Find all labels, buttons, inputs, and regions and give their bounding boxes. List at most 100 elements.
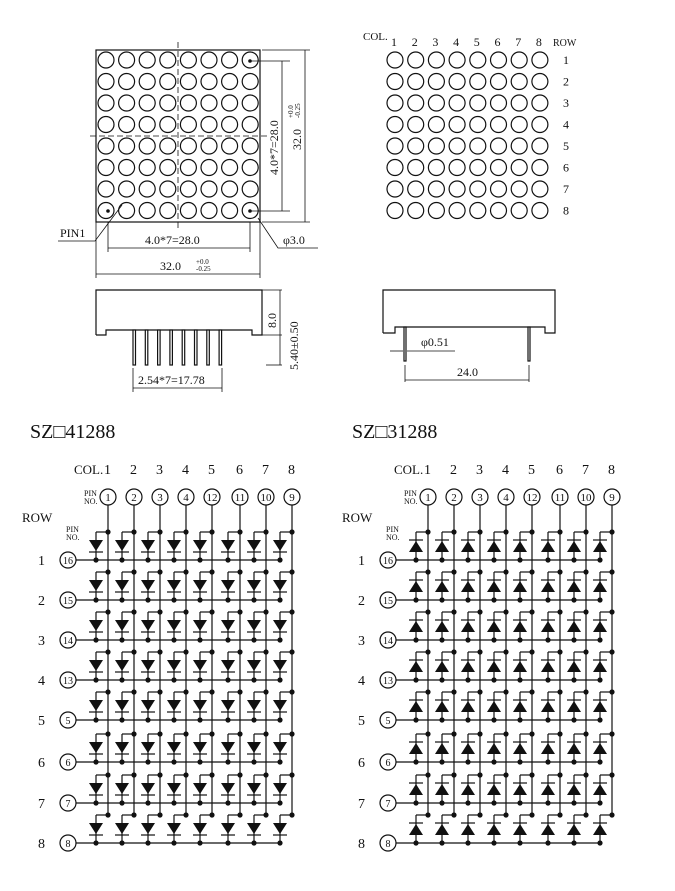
junction-dot — [491, 800, 497, 806]
led-diode-icon — [273, 660, 287, 671]
led-diode-icon — [247, 742, 261, 753]
led-diode-icon — [221, 660, 235, 671]
row-number: 3 — [358, 634, 365, 649]
junction-dot — [465, 677, 471, 683]
column-number: 8 — [608, 463, 615, 478]
junction-dot — [413, 800, 419, 806]
row-number: 6 — [563, 161, 569, 175]
junction-dot — [583, 731, 589, 737]
junction-dot — [491, 677, 497, 683]
led-diode-icon — [487, 784, 501, 795]
led-diode-icon — [193, 742, 207, 753]
led-dot — [448, 51, 466, 69]
column-number: 1 — [424, 463, 431, 478]
led-diode-icon — [273, 700, 287, 711]
junction-dot — [289, 812, 295, 818]
led-dot — [138, 51, 156, 69]
led-dot — [489, 51, 508, 69]
junction-dot — [183, 731, 189, 737]
column-number: 8 — [288, 463, 295, 478]
led-dot — [241, 137, 259, 155]
junction-dot — [251, 677, 257, 683]
led-diode-icon — [513, 784, 527, 795]
led-dot — [200, 158, 218, 177]
junction-dot — [197, 759, 203, 765]
led-diode-icon — [513, 541, 527, 552]
led-diode-icon — [115, 620, 129, 631]
junction-dot — [131, 812, 137, 818]
junction-dot — [197, 557, 203, 563]
led-dot — [97, 180, 115, 198]
led-diode-icon — [513, 661, 527, 672]
led-diode-icon — [435, 743, 449, 754]
led-diode-icon — [167, 620, 181, 631]
pin-right-2 — [527, 326, 531, 362]
led-dot — [159, 137, 177, 155]
led-dot — [179, 115, 197, 134]
led-dot — [117, 137, 136, 155]
led-dot — [179, 51, 197, 69]
row-label: ROW — [22, 510, 53, 525]
junction-dot — [571, 637, 577, 643]
column-number: 5 — [474, 35, 480, 49]
pin1-label: PIN1 — [60, 226, 85, 240]
junction-dot — [289, 731, 295, 737]
led-diode-icon — [541, 621, 555, 632]
led-dot — [159, 180, 177, 198]
led-dot — [510, 158, 528, 177]
led-dot — [407, 137, 425, 155]
led-diode-icon — [461, 661, 475, 672]
row-number: 7 — [563, 182, 569, 196]
junction-dot — [145, 557, 151, 563]
row-number: 8 — [358, 837, 365, 852]
column-number: 4 — [182, 463, 189, 478]
pin — [169, 329, 173, 366]
junction-dot — [225, 557, 231, 563]
junction-dot — [197, 717, 203, 723]
led-diode-icon — [89, 580, 103, 591]
led-diode-icon — [273, 823, 287, 834]
row-label: ROW — [342, 510, 373, 525]
junction-dot — [225, 759, 231, 765]
junction-dot — [451, 812, 457, 818]
junction-dot — [171, 637, 177, 643]
led-dot — [531, 115, 549, 134]
junction-dot — [131, 569, 137, 575]
junction-dot — [491, 759, 497, 765]
led-diode-icon — [89, 783, 103, 794]
junction-dot — [451, 689, 457, 695]
led-diode-icon — [141, 742, 155, 753]
led-dot — [138, 201, 156, 220]
led-dot — [448, 158, 466, 177]
led-diode-icon — [567, 743, 581, 754]
led-dot — [179, 94, 197, 112]
junction-dot — [105, 529, 111, 535]
led-diode-icon — [513, 743, 527, 754]
column-number: 3 — [476, 463, 483, 478]
led-dot — [97, 94, 115, 112]
junction-dot — [277, 557, 283, 563]
junction-dot — [93, 840, 99, 846]
junction-dot — [583, 689, 589, 695]
junction-dot — [197, 800, 203, 806]
junction-dot — [183, 569, 189, 575]
junction-dot — [529, 569, 535, 575]
led-dot — [386, 180, 404, 198]
height-label: 32.0 — [290, 129, 304, 150]
junction-dot — [557, 609, 563, 615]
junction-dot — [157, 812, 163, 818]
column-pin-number: 12 — [207, 492, 218, 504]
led-dot — [97, 158, 115, 177]
led-diode-icon — [409, 824, 423, 835]
led-dot — [448, 180, 466, 198]
junction-dot — [529, 772, 535, 778]
junction-dot — [225, 840, 231, 846]
junction-dot — [237, 649, 243, 655]
column-number: 5 — [208, 463, 215, 478]
junction-dot — [145, 597, 151, 603]
pin-pitch-label: 2.54*7=17.78 — [138, 373, 205, 387]
led-diode-icon — [435, 784, 449, 795]
row-number: 1 — [563, 53, 569, 67]
junction-dot — [571, 840, 577, 846]
led-dot — [138, 180, 156, 198]
